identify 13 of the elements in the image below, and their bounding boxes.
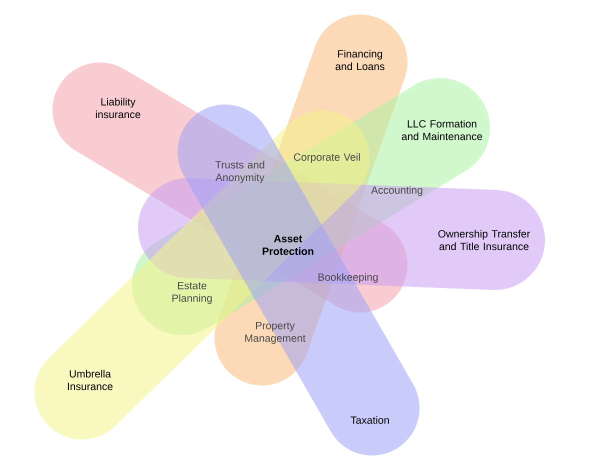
petal-label: Corporate Veil <box>294 153 360 163</box>
petal: Taxation <box>350 416 389 424</box>
petal-label: Bookkeeping <box>318 273 378 283</box>
petal-label: Accounting <box>371 186 422 196</box>
petal: Financing and Loans <box>336 50 384 70</box>
petal-label: Trusts and Anonymity <box>215 160 264 184</box>
petal: Liability insurance <box>96 98 140 118</box>
petal: LLC Formation and Maintenance <box>402 120 482 140</box>
petal: Ownership Transfer and Title Insurance <box>438 230 530 250</box>
petal-label: Property Management <box>245 322 306 344</box>
petal-label: Estate Planning <box>172 282 212 304</box>
center-label: Asset Protection <box>262 235 314 255</box>
petal: Umbrella Insurance <box>68 370 113 390</box>
